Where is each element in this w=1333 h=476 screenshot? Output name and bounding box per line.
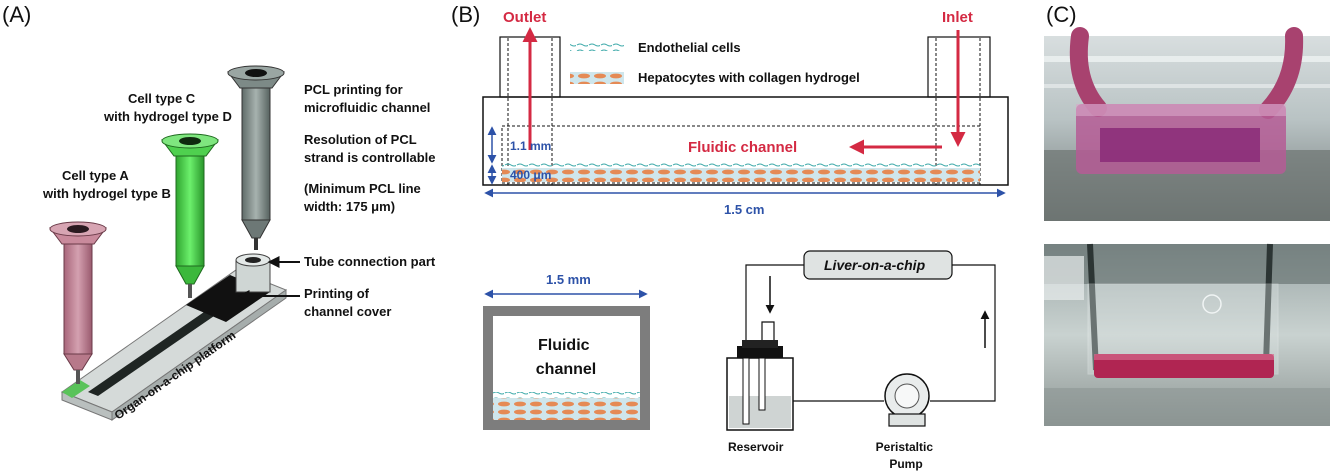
pump-label: Peristaltic Pump — [876, 440, 937, 471]
tube-outflow — [745, 264, 804, 346]
syringe-pink-label: Cell type A with hydrogel type B — [42, 168, 171, 201]
organ-on-a-chip-platform — [60, 269, 288, 421]
cross-section-label: Fluidic channel — [536, 337, 596, 378]
length-dimension-label: 1.5 cm — [724, 202, 764, 217]
photo-top — [1044, 27, 1330, 221]
resolution-label: Resolution of PCL strand is controllable — [304, 132, 435, 165]
panel-label-b: (B) — [451, 2, 480, 27]
channel-cover-label: Printing of channel cover — [304, 286, 391, 319]
panel-a-illustration — [49, 65, 300, 421]
outlet-label: Outlet — [503, 9, 546, 26]
cross-width-label: 1.5 mm — [546, 272, 591, 287]
tube-pump-to-reservoir — [761, 321, 884, 402]
pcl-printing-label: PCL printing for microfluidic channel — [304, 82, 430, 115]
reservoir — [726, 340, 794, 431]
legend-hepatocyte-swatch — [570, 72, 624, 84]
peristaltic-pump — [884, 373, 930, 427]
photo-top-tube-left — [1069, 27, 1107, 117]
chip-body — [482, 96, 1009, 186]
tube-connection-label: Tube connection part — [304, 254, 436, 269]
hepatocyte-layer — [502, 168, 980, 182]
min-width-label: (Minimum PCL line width: 175 μm) — [303, 181, 424, 214]
panel-label-a: (A) — [2, 2, 31, 27]
syringe-green-label: Cell type C with hydrogel type D — [103, 91, 232, 124]
fluidic-channel-label: Fluidic channel — [688, 139, 797, 156]
channel-cross-section — [483, 289, 650, 430]
perfusion-circuit — [726, 250, 996, 431]
tube-return — [930, 264, 996, 402]
tube-connection-part — [235, 253, 271, 293]
syringe-gray — [227, 65, 285, 250]
layer-dimension-label: 400 μm — [510, 168, 551, 182]
legend-endothelial-label: Endothelial cells — [638, 40, 741, 55]
syringe-green — [161, 133, 219, 298]
channel-side-view — [482, 27, 1009, 198]
legend-endothelial-swatch — [570, 43, 624, 51]
legend: Endothelial cells Hepatocytes with colla… — [570, 40, 860, 85]
fluidic-channel-outline — [501, 125, 981, 184]
endothelial-layer — [502, 162, 980, 168]
syringe-pink — [49, 221, 107, 384]
cross-section-hepatocytes — [493, 398, 640, 420]
legend-hepatocyte-label: Hepatocytes with collagen hydrogel — [638, 70, 860, 85]
liver-on-a-chip-label: Liver-on-a-chip — [824, 257, 926, 273]
inlet-label: Inlet — [942, 9, 973, 26]
photo-bottom — [1044, 243, 1330, 426]
photo-bottom-tube-right — [1263, 243, 1273, 365]
photo-top-tube-right — [1259, 27, 1304, 119]
photo-bottom-tube-left — [1087, 243, 1099, 371]
height-dimension-label: 1.1 mm — [510, 139, 551, 153]
panel-label-c: (C) — [1046, 2, 1077, 27]
reservoir-label: Reservoir — [728, 440, 784, 454]
